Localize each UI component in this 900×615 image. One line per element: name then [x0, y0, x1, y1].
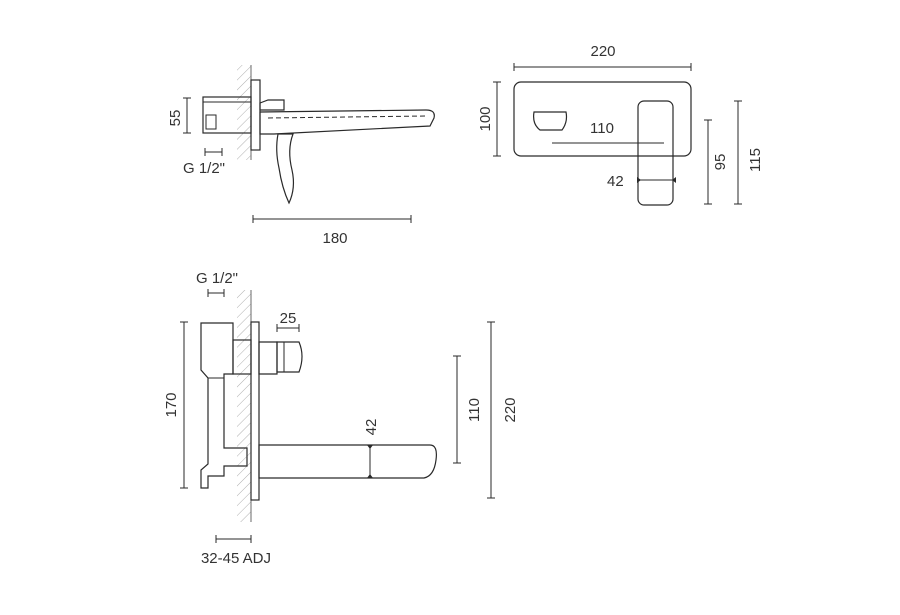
adjust-label: 32-45 ADJ [201, 550, 271, 567]
section-view: G 1/2" 25 170 42 110 220 32-45 ADJ [163, 270, 519, 567]
wall-hatch-section [237, 290, 251, 522]
spout-side [259, 109, 435, 135]
dim-95-front: 95 [712, 154, 729, 171]
side-view: 55 G 1/2" 180 [167, 65, 435, 247]
lever-side [276, 133, 295, 205]
front-lever [637, 100, 674, 206]
handle-section [276, 341, 303, 373]
dim-170: 170 [163, 392, 180, 417]
dim-180: 180 [322, 230, 347, 247]
thread-label-side: G 1/2" [183, 160, 225, 177]
dim-220-front: 220 [590, 43, 615, 60]
thread-label-section: G 1/2" [196, 270, 238, 287]
front-view: 110 42 220 100 95 115 [477, 43, 764, 206]
dim-220-section: 220 [502, 397, 519, 422]
dim-55: 55 [167, 110, 184, 127]
dim-115-front: 115 [747, 148, 764, 172]
dim-110-front: 110 [590, 120, 614, 137]
concealed-body [200, 322, 248, 489]
dim-110-section: 110 [466, 398, 483, 422]
front-plate [513, 81, 692, 157]
dim-42-section: 42 [363, 419, 380, 436]
dim-42-front: 42 [607, 173, 624, 190]
wall-hatch [237, 65, 251, 160]
dim-25: 25 [280, 310, 297, 327]
spout-section [258, 444, 437, 479]
dim-100-front: 100 [477, 106, 494, 131]
